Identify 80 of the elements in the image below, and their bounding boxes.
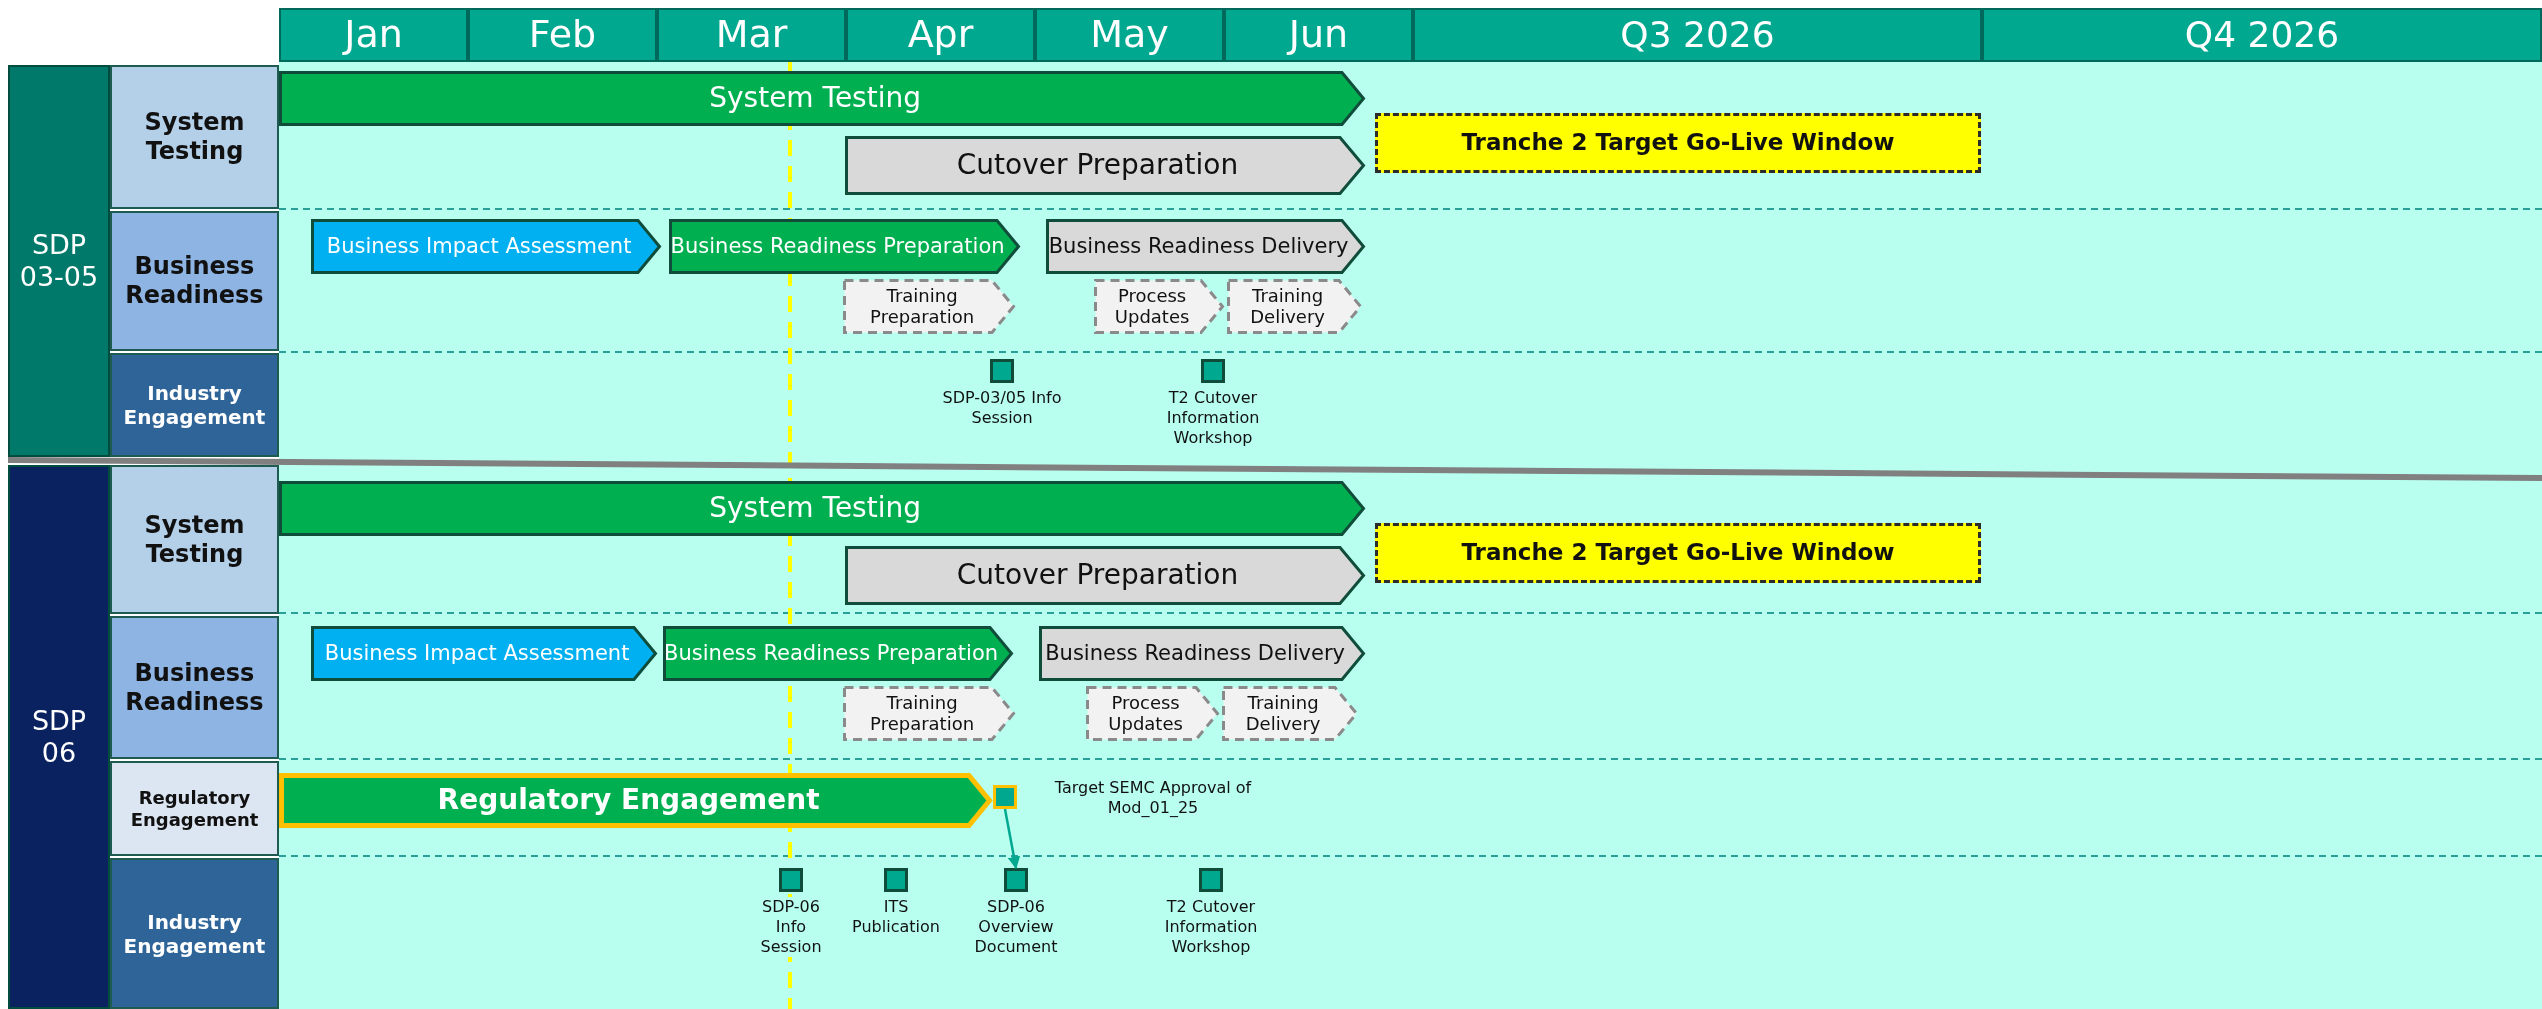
milestone-marker — [990, 359, 1014, 383]
period-label: Jun — [1285, 12, 1350, 58]
subtask-bar — [1227, 279, 1362, 334]
row-header — [110, 465, 279, 614]
task-label: Business Impact Assessment — [326, 234, 632, 259]
row-label: Industry Engagement — [122, 381, 267, 429]
window-label: Tranche 2 Target Go-Live Window — [1460, 129, 1896, 157]
task-label: Training Preparation — [869, 285, 976, 328]
period-label: May — [1089, 12, 1170, 58]
task-bar — [1039, 626, 1365, 681]
window-label: Tranche 2 Target Go-Live Window — [1460, 539, 1896, 567]
task-bar — [1046, 219, 1365, 274]
group-label: SDP 06 — [30, 704, 88, 770]
subtask-bar — [1094, 279, 1224, 334]
subtask-bar — [843, 279, 1015, 334]
row-label: Regulatory Engagement — [129, 786, 260, 831]
milestone-marker — [993, 785, 1017, 809]
task-label: Business Readiness Delivery — [1045, 641, 1345, 666]
period-label: Jan — [341, 12, 404, 58]
group-header — [8, 65, 110, 457]
task-label: Process Updates — [1107, 692, 1184, 735]
task-label: System Testing — [709, 82, 921, 115]
row-label: Business Readiness — [124, 252, 265, 310]
group-label: SDP 03-05 — [18, 228, 100, 294]
milestone-marker — [1004, 868, 1028, 892]
column-header — [846, 8, 1035, 62]
column-header — [1413, 8, 1982, 62]
go-live-window — [1375, 523, 1981, 583]
task-bar — [311, 219, 661, 274]
row-label: System Testing — [143, 510, 246, 569]
row-header — [110, 211, 279, 351]
task-label: Business Readiness Preparation — [664, 641, 999, 666]
task-label: Business Readiness Delivery — [1048, 234, 1349, 259]
task-bar — [279, 773, 992, 828]
row-header — [110, 858, 279, 1009]
column-header — [1035, 8, 1224, 62]
go-live-window — [1375, 113, 1981, 173]
row-label: System Testing — [143, 108, 246, 166]
task-bar — [279, 481, 1365, 536]
task-bar — [663, 626, 1013, 681]
subtask-bar — [843, 686, 1015, 741]
period-label: Q4 2026 — [2183, 13, 2341, 57]
group-header — [8, 465, 110, 1009]
task-bar — [279, 71, 1365, 126]
task-label: Cutover Preparation — [956, 149, 1239, 182]
milestone-marker — [1199, 868, 1223, 892]
task-label: Training Preparation — [869, 692, 976, 735]
row-header — [110, 353, 279, 457]
task-label: Cutover Preparation — [956, 559, 1239, 592]
column-header — [1224, 8, 1413, 62]
task-label: System Testing — [709, 492, 921, 525]
subtask-bar — [1222, 686, 1358, 741]
task-bar — [845, 136, 1365, 195]
milestone-marker — [884, 868, 908, 892]
milestone-marker — [1201, 359, 1225, 383]
row-header — [110, 616, 279, 759]
task-label: Regulatory Engagement — [437, 784, 820, 817]
milestone-marker — [779, 868, 803, 892]
row-header — [110, 761, 279, 856]
row-label: Business Readiness — [124, 658, 265, 717]
task-bar — [669, 219, 1020, 274]
task-bar — [845, 546, 1365, 605]
column-header — [657, 8, 846, 62]
column-header — [279, 8, 468, 62]
period-label: Mar — [714, 12, 789, 58]
row-label: Industry Engagement — [122, 909, 267, 958]
task-label: Training Delivery — [1249, 285, 1326, 328]
task-label: Business Readiness Preparation — [670, 234, 1005, 259]
task-label: Training Delivery — [1244, 692, 1322, 735]
period-label: Feb — [527, 12, 598, 58]
column-header — [1982, 8, 2542, 62]
arrow — [1003, 808, 1021, 870]
task-label: Business Impact Assessment — [324, 641, 630, 666]
subtask-bar — [1086, 686, 1219, 741]
task-bar — [311, 626, 657, 681]
task-label: Process Updates — [1113, 285, 1191, 328]
period-label: Apr — [906, 12, 975, 58]
period-label: Q3 2026 — [1619, 13, 1776, 57]
column-header — [468, 8, 657, 62]
row-header — [110, 65, 279, 209]
